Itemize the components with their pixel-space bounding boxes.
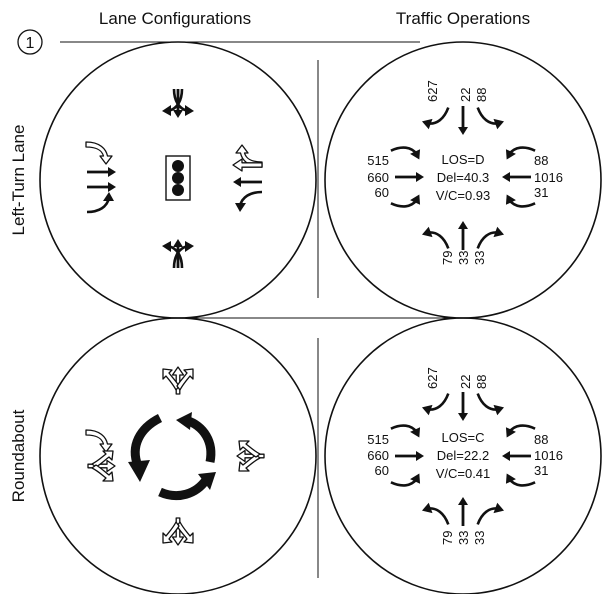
delay-value: Del=40.3 xyxy=(437,170,489,185)
volume-capacity-ratio: V/C=0.41 xyxy=(436,466,491,481)
east-volume-right: 31 xyxy=(534,185,548,200)
west-volume-left: 515 xyxy=(367,432,389,447)
south-volume-through: 33 xyxy=(456,531,471,545)
row-label-roundabout: Roundabout xyxy=(9,409,28,502)
west-volume-right: 60 xyxy=(375,463,389,478)
east-movement-arrows-icon xyxy=(500,415,537,496)
south-entry-arrows-icon xyxy=(162,517,194,546)
east-approach-arrows-icon xyxy=(232,144,264,214)
west-approach-arrows-icon xyxy=(85,141,116,214)
south-approach-arrows-icon xyxy=(160,239,196,270)
south-volume-left: 79 xyxy=(440,251,455,265)
south-volume-right: 33 xyxy=(472,251,487,265)
traffic-ops-roundabout-panel: 627 22 88 515 660 60 88 1016 31 79 33 33 xyxy=(324,317,602,594)
east-volume-through: 1016 xyxy=(534,170,563,185)
west-entry-arrows-icon xyxy=(85,429,116,482)
traffic-signal-icon xyxy=(165,155,191,201)
north-movement-arrows-icon xyxy=(418,385,508,421)
level-of-service: LOS=C xyxy=(442,430,485,445)
north-movement-arrows-icon xyxy=(418,99,508,135)
south-volume-left: 79 xyxy=(440,531,455,545)
roundabout-circulation-icon xyxy=(128,412,216,500)
north-volume-right: 88 xyxy=(474,375,489,389)
north-volume-left: 627 xyxy=(425,367,440,389)
west-volume-through: 660 xyxy=(367,448,389,463)
north-approach-arrows-icon xyxy=(160,87,196,118)
north-volume-left: 627 xyxy=(425,80,440,102)
east-volume-right: 31 xyxy=(534,463,548,478)
south-volume-right: 33 xyxy=(472,531,487,545)
header-lane-configurations: Lane Configurations xyxy=(99,9,251,28)
east-volume-left: 88 xyxy=(534,432,548,447)
north-volume-right: 88 xyxy=(474,88,489,102)
volume-capacity-ratio: V/C=0.93 xyxy=(436,188,491,203)
east-movement-arrows-icon xyxy=(500,137,537,217)
east-volume-through: 1016 xyxy=(534,448,563,463)
lane-config-roundabout-panel xyxy=(39,317,317,594)
level-of-service: LOS=D xyxy=(442,152,485,167)
north-volume-through: 22 xyxy=(458,88,473,102)
diagram-number-badge: 1 xyxy=(17,29,43,55)
traffic-ops-left-turn-panel: 627 22 88 515 660 60 88 1016 31 79 33 33 xyxy=(324,41,602,319)
south-volume-through: 33 xyxy=(456,251,471,265)
north-volume-through: 22 xyxy=(458,375,473,389)
west-volume-through: 660 xyxy=(367,170,389,185)
south-movement-arrows-icon xyxy=(418,221,508,257)
east-volume-left: 88 xyxy=(534,153,548,168)
west-movement-arrows-icon xyxy=(389,137,426,217)
row-label-left-turn-lane: Left-Turn Lane xyxy=(9,125,28,236)
diagram-number: 1 xyxy=(26,35,35,52)
east-entry-arrows-icon xyxy=(236,440,265,472)
west-volume-left: 515 xyxy=(367,153,389,168)
header-traffic-operations: Traffic Operations xyxy=(396,9,530,28)
north-entry-arrows-icon xyxy=(162,366,194,395)
south-movement-arrows-icon xyxy=(418,497,508,533)
west-volume-right: 60 xyxy=(375,185,389,200)
west-movement-arrows-icon xyxy=(389,415,426,496)
delay-value: Del=22.2 xyxy=(437,448,489,463)
lane-config-left-turn-panel xyxy=(39,41,317,319)
